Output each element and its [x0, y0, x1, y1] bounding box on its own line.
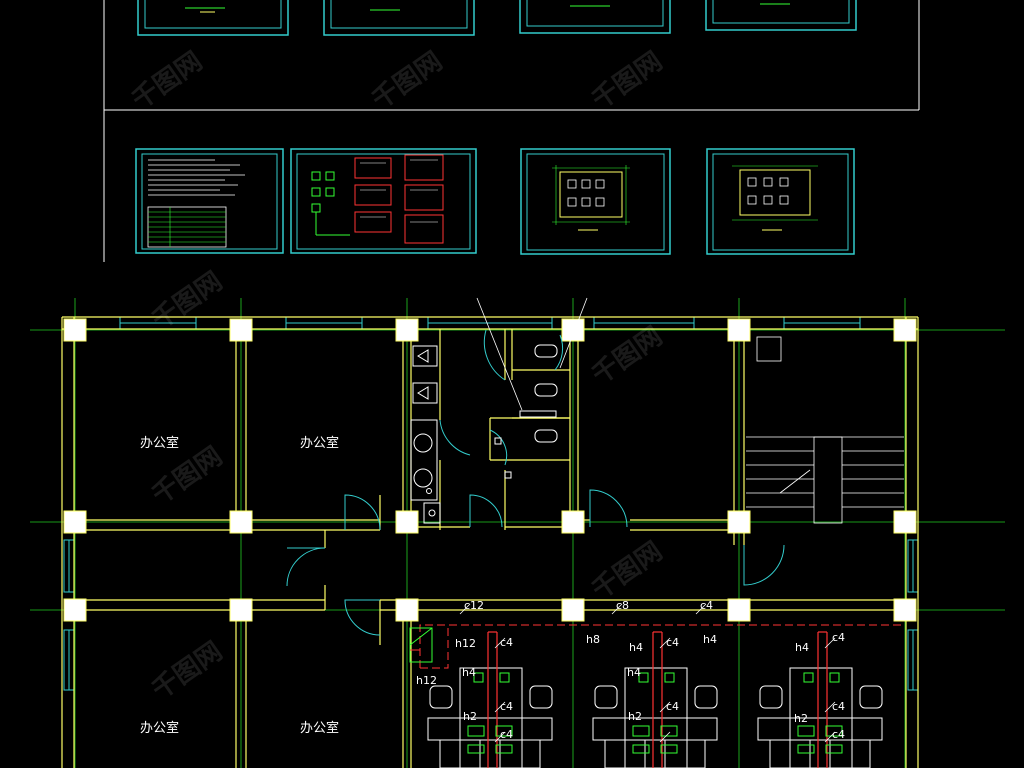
circuit-tag: c4 [666, 700, 679, 713]
toilet-fixtures [410, 344, 558, 524]
circuit-tag: c12 [464, 599, 484, 612]
circuit-tag: c4 [500, 728, 513, 741]
circuit-tag: c4 [832, 700, 845, 713]
sheet-thumbnail-top-2[interactable] [323, 0, 475, 36]
circuit-tag: h12 [416, 674, 437, 687]
sheet-thumbnail-top-3[interactable] [519, 0, 671, 34]
circuit-tag: h4 [703, 633, 717, 646]
circuit-leader-ticks [459, 603, 836, 743]
room-label-office-1: 办公室 [140, 435, 179, 451]
room-label-office-4: 办公室 [300, 720, 339, 736]
exterior-walls [61, 316, 919, 768]
sheet-thumbnail-system-diagram[interactable] [290, 148, 477, 254]
circuit-tag: h2 [794, 712, 808, 725]
watermark: 千图网 [147, 636, 228, 705]
room-label-office-3: 办公室 [140, 720, 179, 736]
circuit-tag: c4 [832, 728, 845, 741]
sheet-thumbnail-floor-plan-2[interactable] [706, 148, 855, 255]
circuit-tag: c4 [666, 636, 679, 649]
watermark: 千图网 [147, 266, 228, 335]
sheet-thumbnail-notes[interactable] [135, 148, 284, 254]
circuit-tag: c4 [832, 631, 845, 644]
watermark: 千图网 [587, 46, 668, 115]
circuit-tag: h4 [629, 641, 643, 654]
circuit-tag: c8 [616, 599, 629, 612]
circuit-tag: h2 [628, 710, 642, 723]
watermark: 千图网 [587, 321, 668, 390]
sheet-thumbnail-floor-plan-1[interactable] [520, 148, 671, 255]
floor-plan: 办公室 办公室 办公室 办公室 c12 h12 h12 c8 c4 h8 h4 … [30, 297, 1005, 768]
sheet-thumbnail-top-4[interactable] [705, 0, 857, 31]
toilet-partition-lines [476, 297, 588, 411]
office-furniture [427, 667, 883, 768]
circuit-tag: c4 [700, 599, 713, 612]
watermark: 千图网 [367, 46, 448, 115]
staircase [746, 336, 904, 524]
sheet-thumbnail-top-1[interactable] [137, 0, 289, 36]
outlet-symbols [467, 672, 843, 754]
interior-walls [74, 329, 906, 768]
watermark: 千图网 [127, 46, 208, 115]
circuit-tag: h4 [627, 666, 641, 679]
door-swings [286, 329, 785, 636]
circuit-tag: c4 [500, 636, 513, 649]
axis-grid [30, 298, 1005, 768]
circuit-tag: h8 [586, 633, 600, 646]
circuit-tag: h2 [463, 710, 477, 723]
structural-columns [63, 318, 917, 622]
circuit-tag: h4 [462, 666, 476, 679]
watermark: 千图网 [587, 536, 668, 605]
sheet-layout-area [103, 0, 920, 262]
circuit-tag: c4 [500, 700, 513, 713]
circuit-tag: h4 [795, 641, 809, 654]
room-label-office-2: 办公室 [300, 435, 339, 451]
watermark: 千图网 [147, 441, 228, 510]
circuit-tag: h12 [455, 637, 476, 650]
